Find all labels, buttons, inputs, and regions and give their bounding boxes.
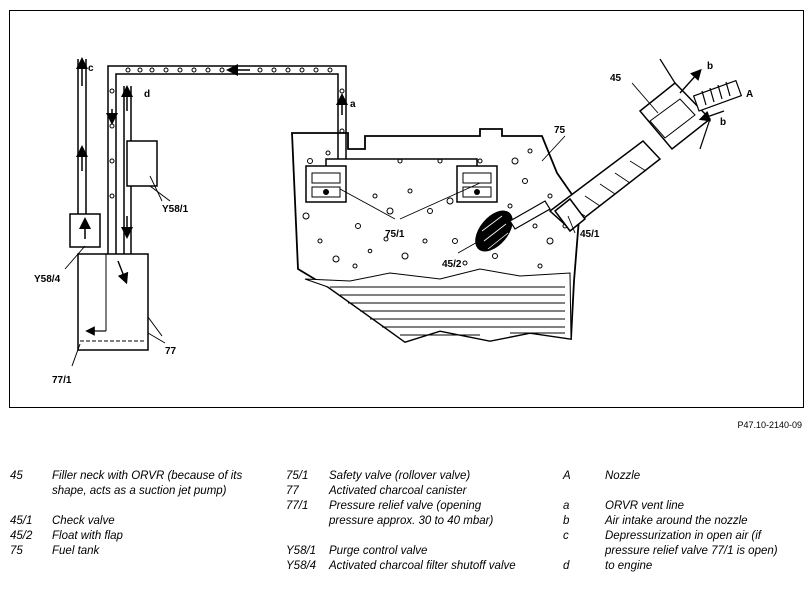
- legend-text: Pressure relief valve (opening pressure …: [329, 500, 494, 527]
- label-77-1: 77/1: [52, 375, 72, 386]
- legend-text: Nozzle: [605, 470, 641, 482]
- legend-column-2: 75/1 Safety valve (rollover valve) 77 Ac…: [286, 469, 526, 574]
- legend-item: Y58/1 Purge control valve: [286, 544, 526, 559]
- label-y58-4: Y58/4: [34, 274, 61, 285]
- legend-text: Safety valve (rollover valve): [329, 470, 471, 482]
- diagram-frame: c d a b b A 45 75 75/1 45/1 45/2 Y58/1 Y…: [9, 10, 804, 408]
- legend-text: Air intake around the nozzle: [605, 515, 748, 527]
- legend-code: Y58/4: [286, 560, 317, 572]
- depressurization-line: [69, 57, 101, 248]
- fuel-liquid-hatching: [330, 286, 565, 336]
- label-nozzle: A: [746, 89, 753, 100]
- legend-item: Y58/4 Activated charcoal filter shutoff …: [286, 559, 526, 574]
- legend-code: 75/1: [286, 470, 309, 482]
- legend-column-3: A Nozzle a ORVR vent line b Air intake a…: [563, 469, 798, 574]
- charcoal-canister: [71, 253, 163, 367]
- legend-code: 75: [10, 545, 23, 557]
- filler-neck: [548, 58, 743, 230]
- legend-column-1: 45 Filler neck with ORVR (because of its…: [10, 469, 250, 559]
- label-b-bottom: b: [720, 117, 726, 128]
- legend-text: ORVR vent line: [605, 500, 685, 512]
- label-a: a: [350, 99, 356, 110]
- fuel-tank: [291, 128, 581, 343]
- label-c: c: [88, 63, 94, 74]
- legend-text: Filler neck with ORVR (because of its sh…: [52, 470, 243, 497]
- legend-item: 77/1 Pressure relief valve (opening pres…: [286, 499, 526, 529]
- safety-valve-left: [305, 165, 347, 203]
- legend-code: a: [563, 500, 570, 512]
- vapor-bubbles: [302, 148, 568, 269]
- legend-item: A Nozzle: [563, 469, 798, 484]
- legend-text: Activated charcoal canister: [329, 485, 467, 497]
- legend-item: d to engine: [563, 559, 798, 574]
- label-75: 75: [554, 125, 566, 136]
- legend-text: Activated charcoal filter shutoff valve: [329, 560, 516, 572]
- label-y58-1: Y58/1: [162, 204, 189, 215]
- label-45: 45: [610, 73, 622, 84]
- legend-text: Float with flap: [52, 530, 123, 542]
- legend-code: 77: [286, 485, 299, 497]
- orvr-system-diagram: c d a b b A 45 75 75/1 45/1 45/2 Y58/1 Y…: [34, 57, 753, 386]
- label-45-2: 45/2: [442, 259, 462, 270]
- legend-item: a ORVR vent line: [563, 499, 798, 514]
- legend-text: Depressurization in open air (if pressur…: [605, 530, 778, 557]
- leader-lines: [64, 82, 659, 344]
- legend-item: 75/1 Safety valve (rollover valve): [286, 469, 526, 484]
- check-valve: [553, 197, 587, 233]
- legend-item: 45/2 Float with flap: [10, 529, 250, 544]
- float-with-flap: [475, 200, 551, 252]
- legend-code: 45/2: [10, 530, 33, 542]
- legend-code: 45/1: [10, 515, 33, 527]
- purge-control-valve: [126, 140, 158, 187]
- label-45-1: 45/1: [580, 229, 600, 240]
- label-b-top: b: [707, 61, 713, 72]
- legend-code: Y58/1: [286, 545, 317, 557]
- label-77: 77: [165, 346, 177, 357]
- legend-text: to engine: [605, 560, 653, 572]
- legend-code: 45: [10, 470, 23, 482]
- legend-code: d: [563, 560, 570, 572]
- legend-text: Fuel tank: [52, 545, 100, 557]
- nozzle: [692, 79, 743, 112]
- legend-code: c: [563, 530, 569, 542]
- legend-text: Purge control valve: [329, 545, 428, 557]
- legend-code: b: [563, 515, 570, 527]
- legend-item: b Air intake around the nozzle: [563, 514, 798, 529]
- legend-item: 77 Activated charcoal canister: [286, 484, 526, 499]
- legend-item: c Depressurization in open air (if press…: [563, 529, 798, 559]
- figure-reference: P47.10-2140-09: [737, 420, 802, 430]
- legend-item: 45/1 Check valve: [10, 514, 250, 529]
- label-d: d: [144, 89, 150, 100]
- legend-code: A: [563, 470, 571, 482]
- orvr-vent-line: [106, 64, 348, 257]
- legend-code: 77/1: [286, 500, 309, 512]
- legend-text: Check valve: [52, 515, 115, 527]
- legend-item: 75 Fuel tank: [10, 544, 250, 559]
- legend-item: 45 Filler neck with ORVR (because of its…: [10, 469, 250, 499]
- label-75-1: 75/1: [385, 229, 405, 240]
- purge-line: [121, 85, 171, 255]
